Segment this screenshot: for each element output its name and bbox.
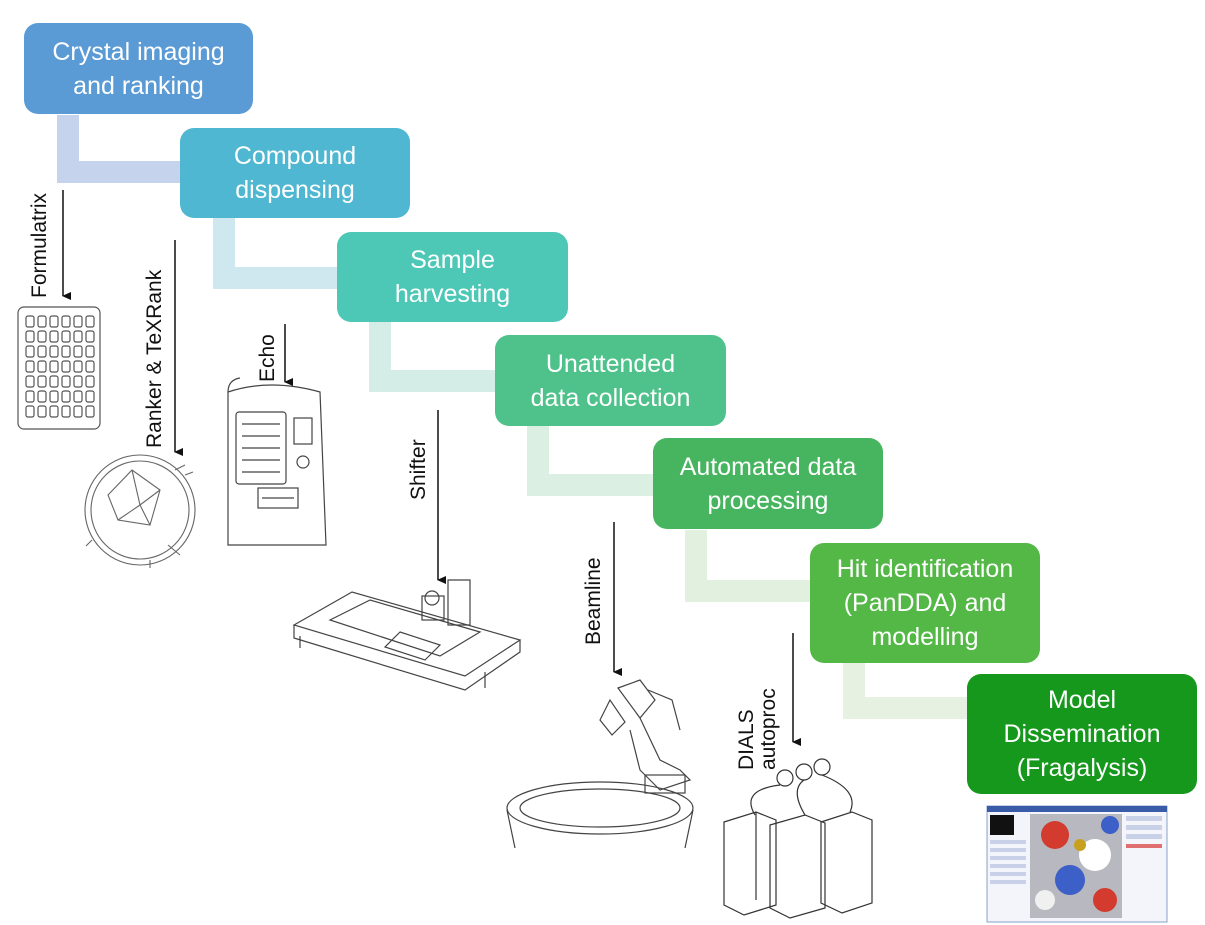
connector-3-4 bbox=[369, 322, 495, 392]
step-automated-data-processing: Automated data processing bbox=[653, 438, 883, 529]
dials-servers-icon bbox=[723, 758, 873, 919]
step-compound-dispensing: Compound dispensing bbox=[180, 128, 410, 218]
label-shifter: Shifter bbox=[407, 439, 430, 500]
step-model-dissemination: Model Dissemination (Fragalysis) bbox=[967, 674, 1197, 794]
crystal-plate-icon bbox=[17, 306, 101, 430]
label-dials-autoproc: DIALS autoproc bbox=[735, 688, 780, 770]
connector-2-3 bbox=[213, 218, 338, 289]
label-ranker-texrank: Ranker & TeXRank bbox=[143, 269, 166, 448]
label-formulatrix: Formulatrix bbox=[28, 192, 51, 298]
connector-5-6 bbox=[685, 530, 810, 602]
crystal-drop-icon bbox=[84, 454, 196, 568]
step-sample-harvesting: Sample harvesting bbox=[337, 232, 568, 322]
connector-1-2 bbox=[57, 115, 180, 183]
connector-6-7 bbox=[843, 663, 967, 719]
step-unattended-data-collection: Unattended data collection bbox=[495, 335, 726, 426]
connector-4-5 bbox=[527, 425, 653, 496]
shifter-icon bbox=[292, 579, 522, 691]
step-hit-identification: Hit identification (PanDDA) and modellin… bbox=[810, 543, 1040, 663]
echo-dispenser-icon bbox=[227, 377, 327, 546]
label-beamline: Beamline bbox=[582, 557, 605, 645]
beamline-robot-icon bbox=[506, 679, 694, 849]
step-crystal-imaging: Crystal imaging and ranking bbox=[24, 23, 253, 114]
fragalysis-screenshot-image bbox=[986, 805, 1168, 923]
label-echo: Echo bbox=[256, 334, 279, 382]
